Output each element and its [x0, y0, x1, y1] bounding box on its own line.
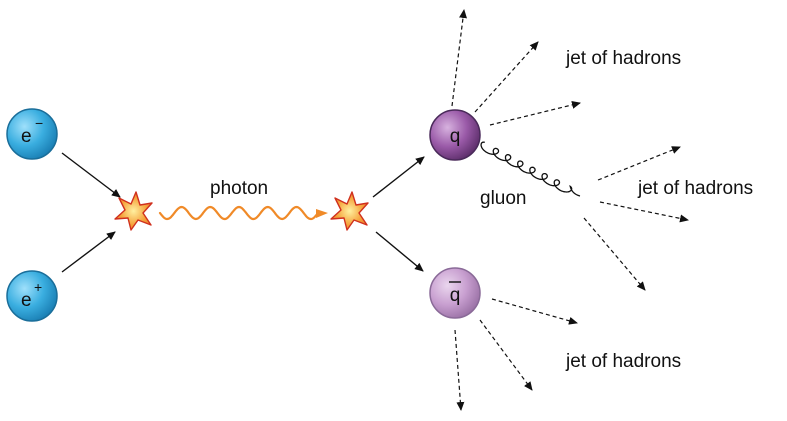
jet-arrow [599, 201, 689, 223]
jet-arrows-gluon [583, 146, 689, 291]
jet-arrow [451, 9, 467, 107]
jet-label-middle: jet of hadrons [637, 178, 753, 199]
jet-arrow [454, 329, 465, 411]
jet-arrows-antiquark [454, 298, 578, 411]
antiquark-arrow [375, 231, 424, 272]
jet-label-bottom: jet of hadrons [565, 351, 681, 372]
jet-arrow [489, 101, 581, 126]
antiquark-label: q [450, 285, 461, 306]
quark-arrow [372, 156, 425, 198]
jet-arrow [479, 319, 533, 391]
quark-label: q [450, 126, 461, 147]
starburst-icon [330, 191, 369, 231]
electron-arrow [61, 152, 121, 198]
positron-arrow [61, 231, 116, 273]
positron-label: e [21, 290, 32, 311]
quark: q [429, 109, 481, 161]
jet-arrow [583, 217, 646, 291]
gluon-label: gluon [480, 188, 527, 209]
jet-label-top: jet of hadrons [565, 48, 681, 69]
electron: e − [6, 108, 58, 160]
antiquark: q [429, 267, 481, 319]
electron-charge: − [35, 115, 43, 131]
photon-label: photon [210, 178, 268, 199]
positron: e + [6, 270, 58, 322]
photon-arrowhead [316, 209, 328, 218]
positron-charge: + [34, 279, 42, 295]
jet-arrow [474, 41, 539, 113]
jet-arrow [491, 298, 578, 325]
jet-arrows-quark [451, 9, 581, 126]
gluon-coil [480, 141, 581, 197]
photon-wave [158, 205, 320, 221]
jet-arrow [597, 146, 681, 181]
starburst-icon [114, 191, 153, 231]
electron-label: e [21, 126, 32, 147]
